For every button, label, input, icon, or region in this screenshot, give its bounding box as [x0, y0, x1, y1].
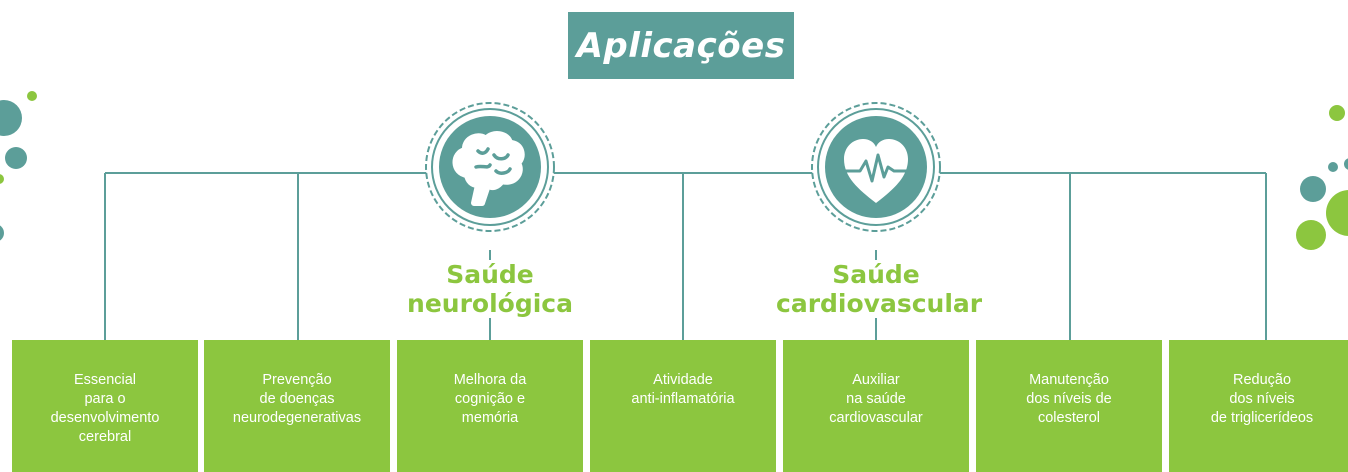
application-box: Manutenção dos níveis de colesterol — [976, 340, 1162, 472]
decorative-dot — [5, 147, 27, 169]
application-box: Essencial para o desenvolvimento cerebra… — [12, 340, 198, 472]
decorative-dot — [1328, 162, 1338, 172]
heart-pulse-icon — [840, 139, 912, 203]
category-label-cardiovascular: Saúde cardiovascular — [776, 260, 983, 318]
decorative-dot — [1296, 220, 1326, 250]
application-box: Prevenção de doenças neurodegenerativas — [204, 340, 390, 472]
application-box: Melhora da cognição e memória — [397, 340, 583, 472]
badge-seal-icon — [425, 102, 555, 232]
decorative-dot — [1329, 105, 1345, 121]
badge-seal-icon — [811, 102, 941, 232]
heart-badge — [798, 95, 954, 251]
brain-badge — [412, 95, 568, 251]
brain-icon — [452, 131, 525, 206]
page-title: Aplicações — [568, 12, 794, 79]
decorative-dot — [1344, 158, 1348, 170]
application-box: Auxiliar na saúde cardiovascular — [783, 340, 969, 472]
decorative-dot — [1326, 190, 1348, 236]
application-box: Redução dos níveis de triglicerídeos — [1169, 340, 1348, 472]
application-box: Atividade anti-inflamatória — [590, 340, 776, 472]
category-label-neurological: Saúde neurológica — [407, 260, 573, 318]
decorative-dot — [0, 224, 4, 242]
decorative-dot — [0, 174, 4, 184]
decorative-dot — [1300, 176, 1326, 202]
decorative-dot — [27, 91, 37, 101]
decorative-dot — [0, 100, 22, 136]
